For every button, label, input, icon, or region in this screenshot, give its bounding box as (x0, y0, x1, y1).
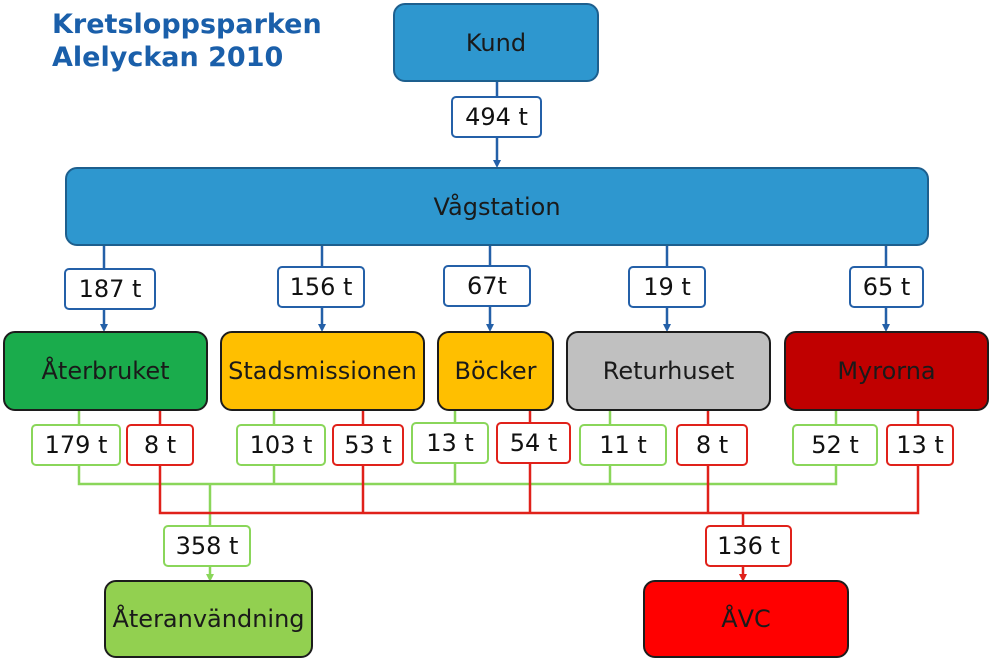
flow-label-bocker-reuse: 13 t (411, 422, 489, 464)
node-kund: Kund (393, 3, 599, 82)
node-avc: ÅVC (643, 580, 849, 658)
diagram-title: Kretsloppsparken Alelyckan 2010 (52, 8, 322, 74)
node-vagstation: Vågstation (65, 167, 929, 246)
flow-label-bocker-avc: 54 t (496, 422, 571, 464)
flow-label-returhuset-avc: 8 t (676, 424, 748, 466)
flow-label-myrorna-reuse: 52 t (792, 424, 878, 466)
flow-label-to-bocker: 67t (443, 265, 531, 307)
title-line-1: Kretsloppsparken (52, 9, 322, 40)
flow-label-stadsmissionen-reuse: 103 t (236, 424, 326, 466)
flow-label-stadsmissionen-avc: 53 t (332, 424, 404, 466)
flow-label-to-returhuset: 19 t (628, 266, 706, 308)
flow-label-to-stadsmissionen: 156 t (277, 266, 365, 308)
node-ateranvandning: Återanvändning (104, 580, 313, 658)
node-aterbruket: Återbruket (3, 331, 208, 411)
flow-label-to-aterbruket: 187 t (64, 268, 156, 310)
flow-label-total-avc: 136 t (705, 525, 792, 567)
title-line-2: Alelyckan 2010 (52, 42, 284, 73)
flow-label-aterbruket-avc: 8 t (126, 424, 194, 466)
node-stadsmissionen: Stadsmissionen (220, 331, 425, 411)
flow-label-to-myrorna: 65 t (849, 266, 924, 308)
node-returhuset: Returhuset (566, 331, 771, 411)
flow-label-total-reuse: 358 t (163, 525, 251, 567)
flow-label-kund-vagstation: 494 t (451, 96, 542, 138)
node-bocker: Böcker (437, 331, 554, 411)
node-myrorna: Myrorna (784, 331, 989, 411)
flow-label-myrorna-avc: 13 t (886, 424, 954, 466)
flow-label-returhuset-reuse: 11 t (579, 424, 667, 466)
flow-label-aterbruket-reuse: 179 t (31, 424, 121, 466)
